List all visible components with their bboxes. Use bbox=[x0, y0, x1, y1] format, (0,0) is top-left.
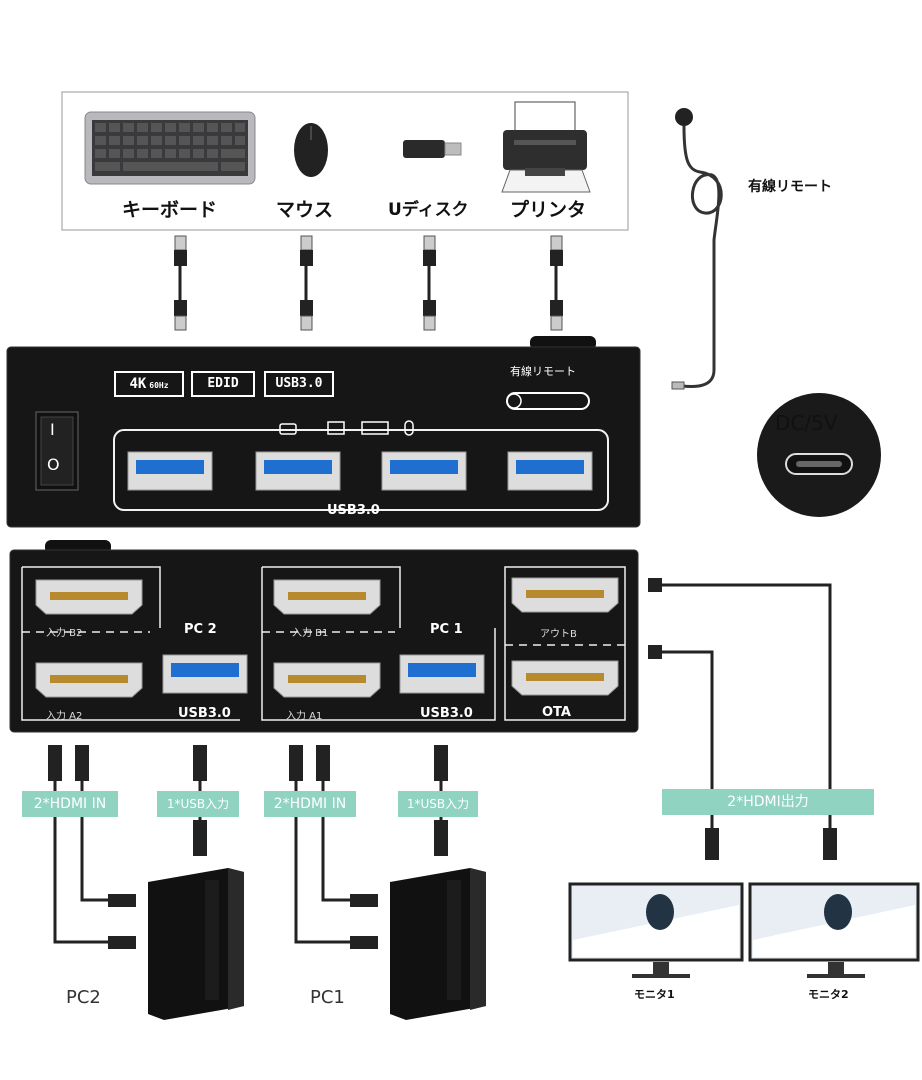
ota-label: OTA bbox=[542, 705, 571, 720]
pc2-tower-icon bbox=[148, 868, 244, 1020]
input-a1-label: 入力 A1 bbox=[286, 711, 323, 722]
dc-port-icon bbox=[757, 393, 881, 517]
top-usb-label: USB3.0 bbox=[327, 503, 380, 518]
printer-icon bbox=[501, 101, 591, 193]
usb-drive-icon bbox=[403, 140, 462, 158]
monitor1-label: モニタ1 bbox=[634, 988, 675, 1001]
input-cables bbox=[53, 745, 443, 944]
input-b2-label: 入力 B2 bbox=[46, 628, 83, 639]
output-b-label: アウトB bbox=[540, 629, 577, 640]
monitor1-icon bbox=[568, 882, 744, 978]
tag-hdmi-in-pc1: 2*HDMI IN bbox=[264, 791, 356, 817]
hdmi-ports bbox=[35, 577, 619, 698]
pc2-label: PC2 bbox=[66, 987, 101, 1008]
pc1-usb-label: USB3.0 bbox=[420, 706, 473, 721]
monitor2-label: モニタ2 bbox=[808, 988, 849, 1001]
usb-ports-bottom bbox=[162, 654, 485, 694]
dc-label: DC/5V bbox=[775, 411, 838, 435]
input-connectors bbox=[48, 745, 448, 949]
pc2-group-label: PC 2 bbox=[184, 622, 217, 637]
remote-cable-label: 有線リモート bbox=[748, 179, 832, 195]
keyboard-label: キーボード bbox=[122, 199, 218, 221]
monitor2-icon bbox=[748, 882, 920, 978]
remote-port-label: 有線リモート bbox=[510, 365, 576, 378]
mouse-label: マウス bbox=[276, 199, 334, 221]
tag-hdmi-out: 2*HDMI出力 bbox=[662, 789, 874, 815]
usb-cable-mouse bbox=[300, 235, 313, 331]
power-switch-off[interactable]: O bbox=[47, 455, 60, 474]
usb-cable-keyboard bbox=[174, 235, 187, 331]
pc2-usb-label: USB3.0 bbox=[178, 706, 231, 721]
badge-usb: USB3.0 bbox=[264, 371, 334, 397]
hdmi-output-connectors bbox=[648, 578, 837, 860]
usb-ports-top bbox=[127, 451, 593, 491]
hdmi-output-cables bbox=[660, 583, 832, 830]
udisk-label: Uディスク bbox=[388, 200, 469, 220]
power-switch-on[interactable]: I bbox=[50, 420, 55, 439]
usb-cable-udisk bbox=[423, 235, 436, 331]
tag-hdmi-in-pc2: 2*HDMI IN bbox=[22, 791, 118, 817]
keyboard-icon bbox=[84, 111, 256, 185]
badge-edid: EDID bbox=[191, 371, 255, 397]
pc1-group-label: PC 1 bbox=[430, 622, 463, 637]
tag-usb-in-pc1: 1*USB入力 bbox=[398, 791, 478, 817]
usb-cable-printer bbox=[550, 235, 563, 331]
pc1-tower-icon bbox=[390, 868, 486, 1020]
tag-usb-in-pc2: 1*USB入力 bbox=[157, 791, 239, 817]
usb-device-icons bbox=[279, 420, 414, 436]
input-b1-label: 入力 B1 bbox=[292, 628, 329, 639]
mouse-icon bbox=[294, 123, 328, 177]
printer-label: プリンタ bbox=[510, 199, 587, 221]
input-a2-label: 入力 A2 bbox=[46, 711, 83, 722]
pc1-label: PC1 bbox=[310, 987, 345, 1008]
wired-remote-cable bbox=[671, 108, 723, 390]
